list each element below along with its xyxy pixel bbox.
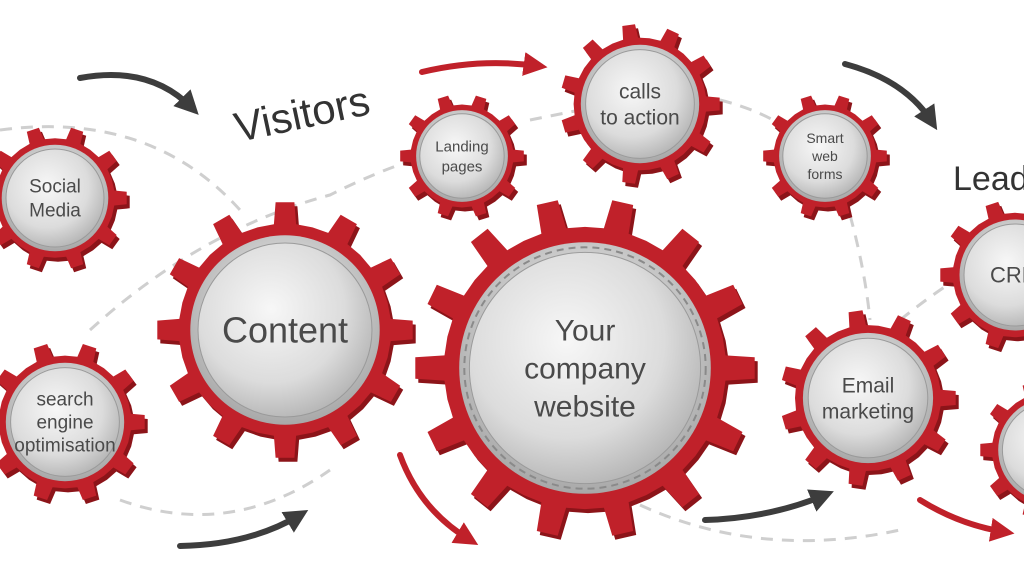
gear-label-line: Smart bbox=[806, 130, 843, 146]
dark-arrow bbox=[77, 72, 199, 115]
gear-label-line: Media bbox=[29, 201, 81, 222]
gear-content: Content bbox=[157, 202, 416, 462]
gear-crm: CRM bbox=[940, 201, 1024, 353]
red-arrow bbox=[917, 497, 1015, 542]
dashed-connector bbox=[0, 125, 242, 212]
gear-landing-pages: Landing pages bbox=[400, 95, 527, 221]
gear-face bbox=[5, 148, 105, 248]
dark-arrow bbox=[702, 489, 834, 523]
gear-face bbox=[807, 337, 929, 459]
gear-face bbox=[1001, 409, 1024, 491]
gear-label-line: CRM bbox=[990, 263, 1024, 288]
gear-dashed-ring bbox=[463, 246, 707, 490]
gear-label-line: Content bbox=[222, 310, 348, 351]
dashed-connector bbox=[848, 214, 872, 321]
visitors-label: Visitors bbox=[230, 77, 374, 151]
gear-face bbox=[585, 49, 695, 159]
gear-label-line: calls bbox=[619, 80, 661, 103]
gear-face bbox=[963, 223, 1024, 327]
gear-label-line: engine bbox=[36, 413, 93, 434]
gear-label-line: to action bbox=[600, 106, 679, 129]
gear-label-line: marketing bbox=[822, 400, 914, 423]
dashed-connector bbox=[119, 468, 331, 517]
gear-label-line: pages bbox=[442, 158, 483, 175]
gear-edge-gear bbox=[980, 385, 1024, 515]
gear-label-line: Social bbox=[29, 177, 81, 198]
gear-smart-web-forms: Smart web forms bbox=[763, 95, 890, 221]
dark-arrow bbox=[842, 61, 938, 131]
gear-label-line: Your bbox=[555, 315, 616, 348]
flow-arrows bbox=[77, 52, 1015, 549]
leads-label: Leads bbox=[953, 160, 1024, 198]
dark-arrow bbox=[177, 510, 309, 549]
gear-face bbox=[10, 367, 120, 477]
dashed-connector bbox=[639, 503, 901, 543]
gear-label-line: company bbox=[524, 353, 646, 386]
gear-label-line: website bbox=[533, 391, 636, 424]
red-arrow bbox=[397, 452, 479, 545]
gear-label-line: optimisation bbox=[14, 436, 115, 457]
gear-email-marketing: Email marketing bbox=[781, 310, 959, 490]
gear-company-website: Your company website bbox=[415, 200, 758, 540]
gear-face bbox=[468, 251, 702, 485]
red-arrow bbox=[419, 52, 548, 76]
gear-label-line: web bbox=[811, 148, 838, 164]
gear-label-line: search bbox=[36, 390, 93, 411]
gear-label-line: Email bbox=[842, 374, 895, 397]
gear-face bbox=[197, 242, 373, 418]
gear-calls-to-action: calls to action bbox=[561, 24, 723, 188]
gear-face bbox=[782, 113, 868, 199]
gear-face bbox=[419, 113, 505, 199]
gear-label-line: forms bbox=[808, 166, 843, 182]
gear-label-line: Landing bbox=[435, 138, 488, 155]
